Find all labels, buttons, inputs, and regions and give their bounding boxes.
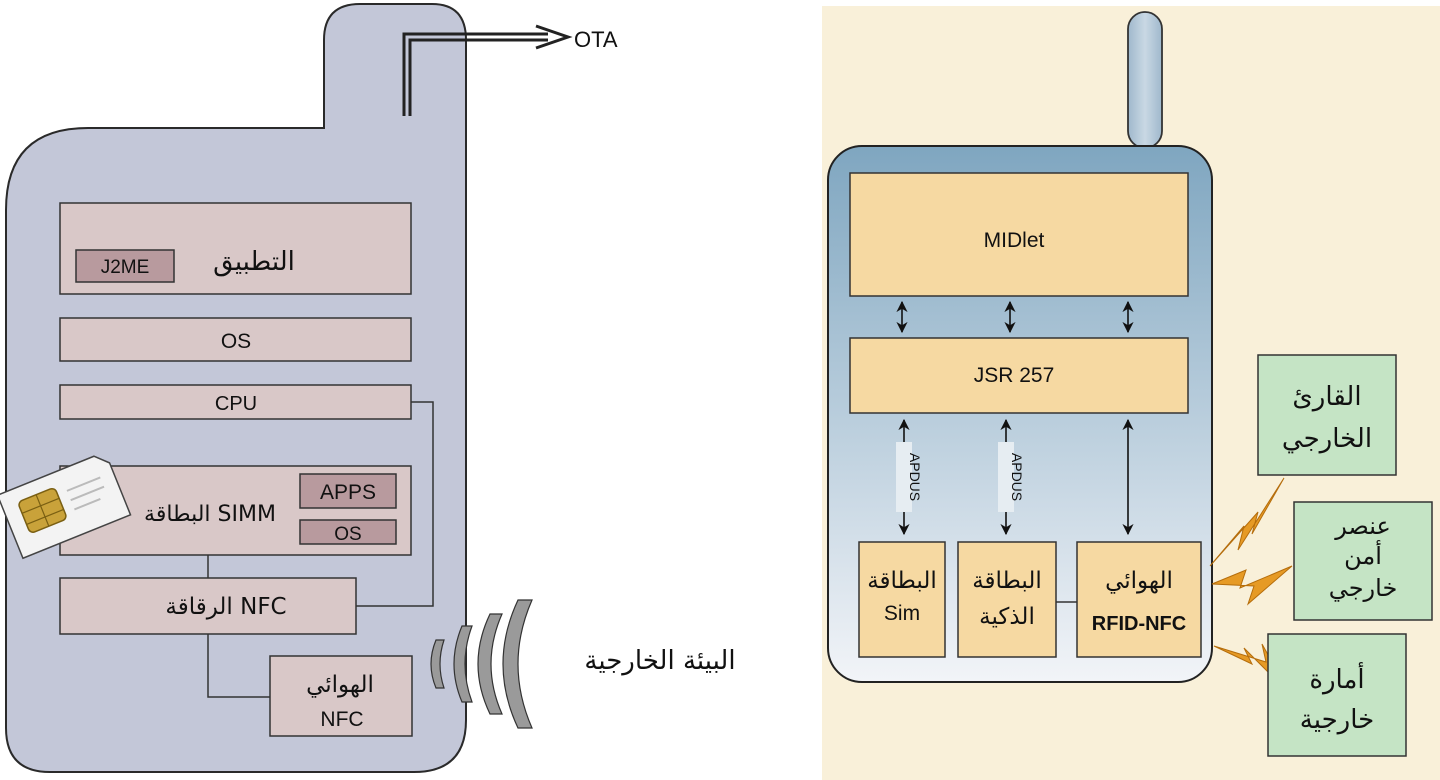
midlet-label: MIDlet [984, 229, 1045, 252]
application-label: التطبيق [213, 247, 295, 277]
sim-os-box [299, 519, 397, 545]
cpu-nfc-connector [356, 401, 434, 607]
external-tag-line1: أمارة [1309, 661, 1364, 695]
external-tag-box [1267, 633, 1407, 757]
smart-card-block [957, 541, 1057, 658]
lightning-icon-secure [1211, 565, 1293, 606]
left-nfc-phone-diagram: OTA J2ME التطبيق OS CPU APPS OS البطاقة … [0, 3, 736, 773]
ota-antenna-line-inner [408, 38, 548, 116]
external-reader-box [1257, 354, 1397, 476]
antenna-label-line1: الهوائي [306, 672, 374, 698]
rfid-line1: الهوائي [1105, 568, 1173, 594]
rfid-nfc-block [1076, 541, 1202, 658]
ota-arrow-icon [535, 24, 573, 50]
jsr-257-block [849, 337, 1189, 414]
smart-card-line2: الذكية [979, 604, 1035, 630]
ota-antenna-line [402, 32, 548, 116]
environment-label: البيئة الخارجية [584, 646, 735, 676]
external-tag-line2: خارجية [1300, 705, 1374, 735]
apps-label: APPS [320, 481, 376, 504]
cpu-label: CPU [215, 393, 257, 415]
j2me-box [75, 249, 175, 283]
sim-card-line2: Sim [884, 602, 920, 625]
apdus-label-2: APDUS [1009, 453, 1025, 501]
nfc-chip-label: الرقاقة NFC [165, 594, 286, 620]
nfc-antenna-connector [207, 634, 270, 698]
cpu-block [59, 384, 412, 420]
phone-antenna [1127, 11, 1163, 149]
simm-label: البطاقة SIMM [144, 502, 276, 527]
external-secure-element-box [1293, 501, 1433, 621]
sim-os-label: OS [334, 524, 361, 545]
external-secure-line1: عنصر [1334, 512, 1391, 540]
smart-card-line1: البطاقة [972, 568, 1042, 594]
ota-label: OTA [574, 27, 618, 52]
rfid-line2: RFID-NFC [1092, 613, 1186, 635]
jsr-257-label: JSR 257 [974, 364, 1055, 387]
nfc-radio-waves-icon [430, 599, 533, 729]
apdus-label-bg-1 [896, 442, 912, 512]
right-jsr257-phone-diagram: MIDlet JSR 257 APDUS APDUS البطاقة Sim ا… [822, 6, 1440, 780]
os-block [59, 317, 412, 362]
external-reader-line2: الخارجي [1282, 424, 1372, 454]
antenna-label-line2: NFC [320, 708, 363, 731]
nfc-chip-block [59, 577, 357, 635]
apps-box [299, 473, 397, 509]
external-secure-line2: أمن [1344, 540, 1382, 570]
lightning-icon-reader [1209, 477, 1285, 567]
midlet-block [849, 172, 1189, 297]
external-reader-line1: القارئ [1292, 382, 1361, 412]
os-label: OS [221, 330, 251, 353]
sim-card-icon [0, 455, 132, 560]
sim-card-block [858, 541, 946, 658]
nfc-antenna-block [269, 655, 413, 737]
apdus-label-1: APDUS [907, 453, 923, 501]
sim-card-line1: البطاقة [867, 568, 937, 594]
apdus-label-bg-2 [998, 442, 1014, 512]
j2me-label: J2ME [101, 257, 150, 278]
external-secure-line3: خارجي [1329, 574, 1398, 602]
